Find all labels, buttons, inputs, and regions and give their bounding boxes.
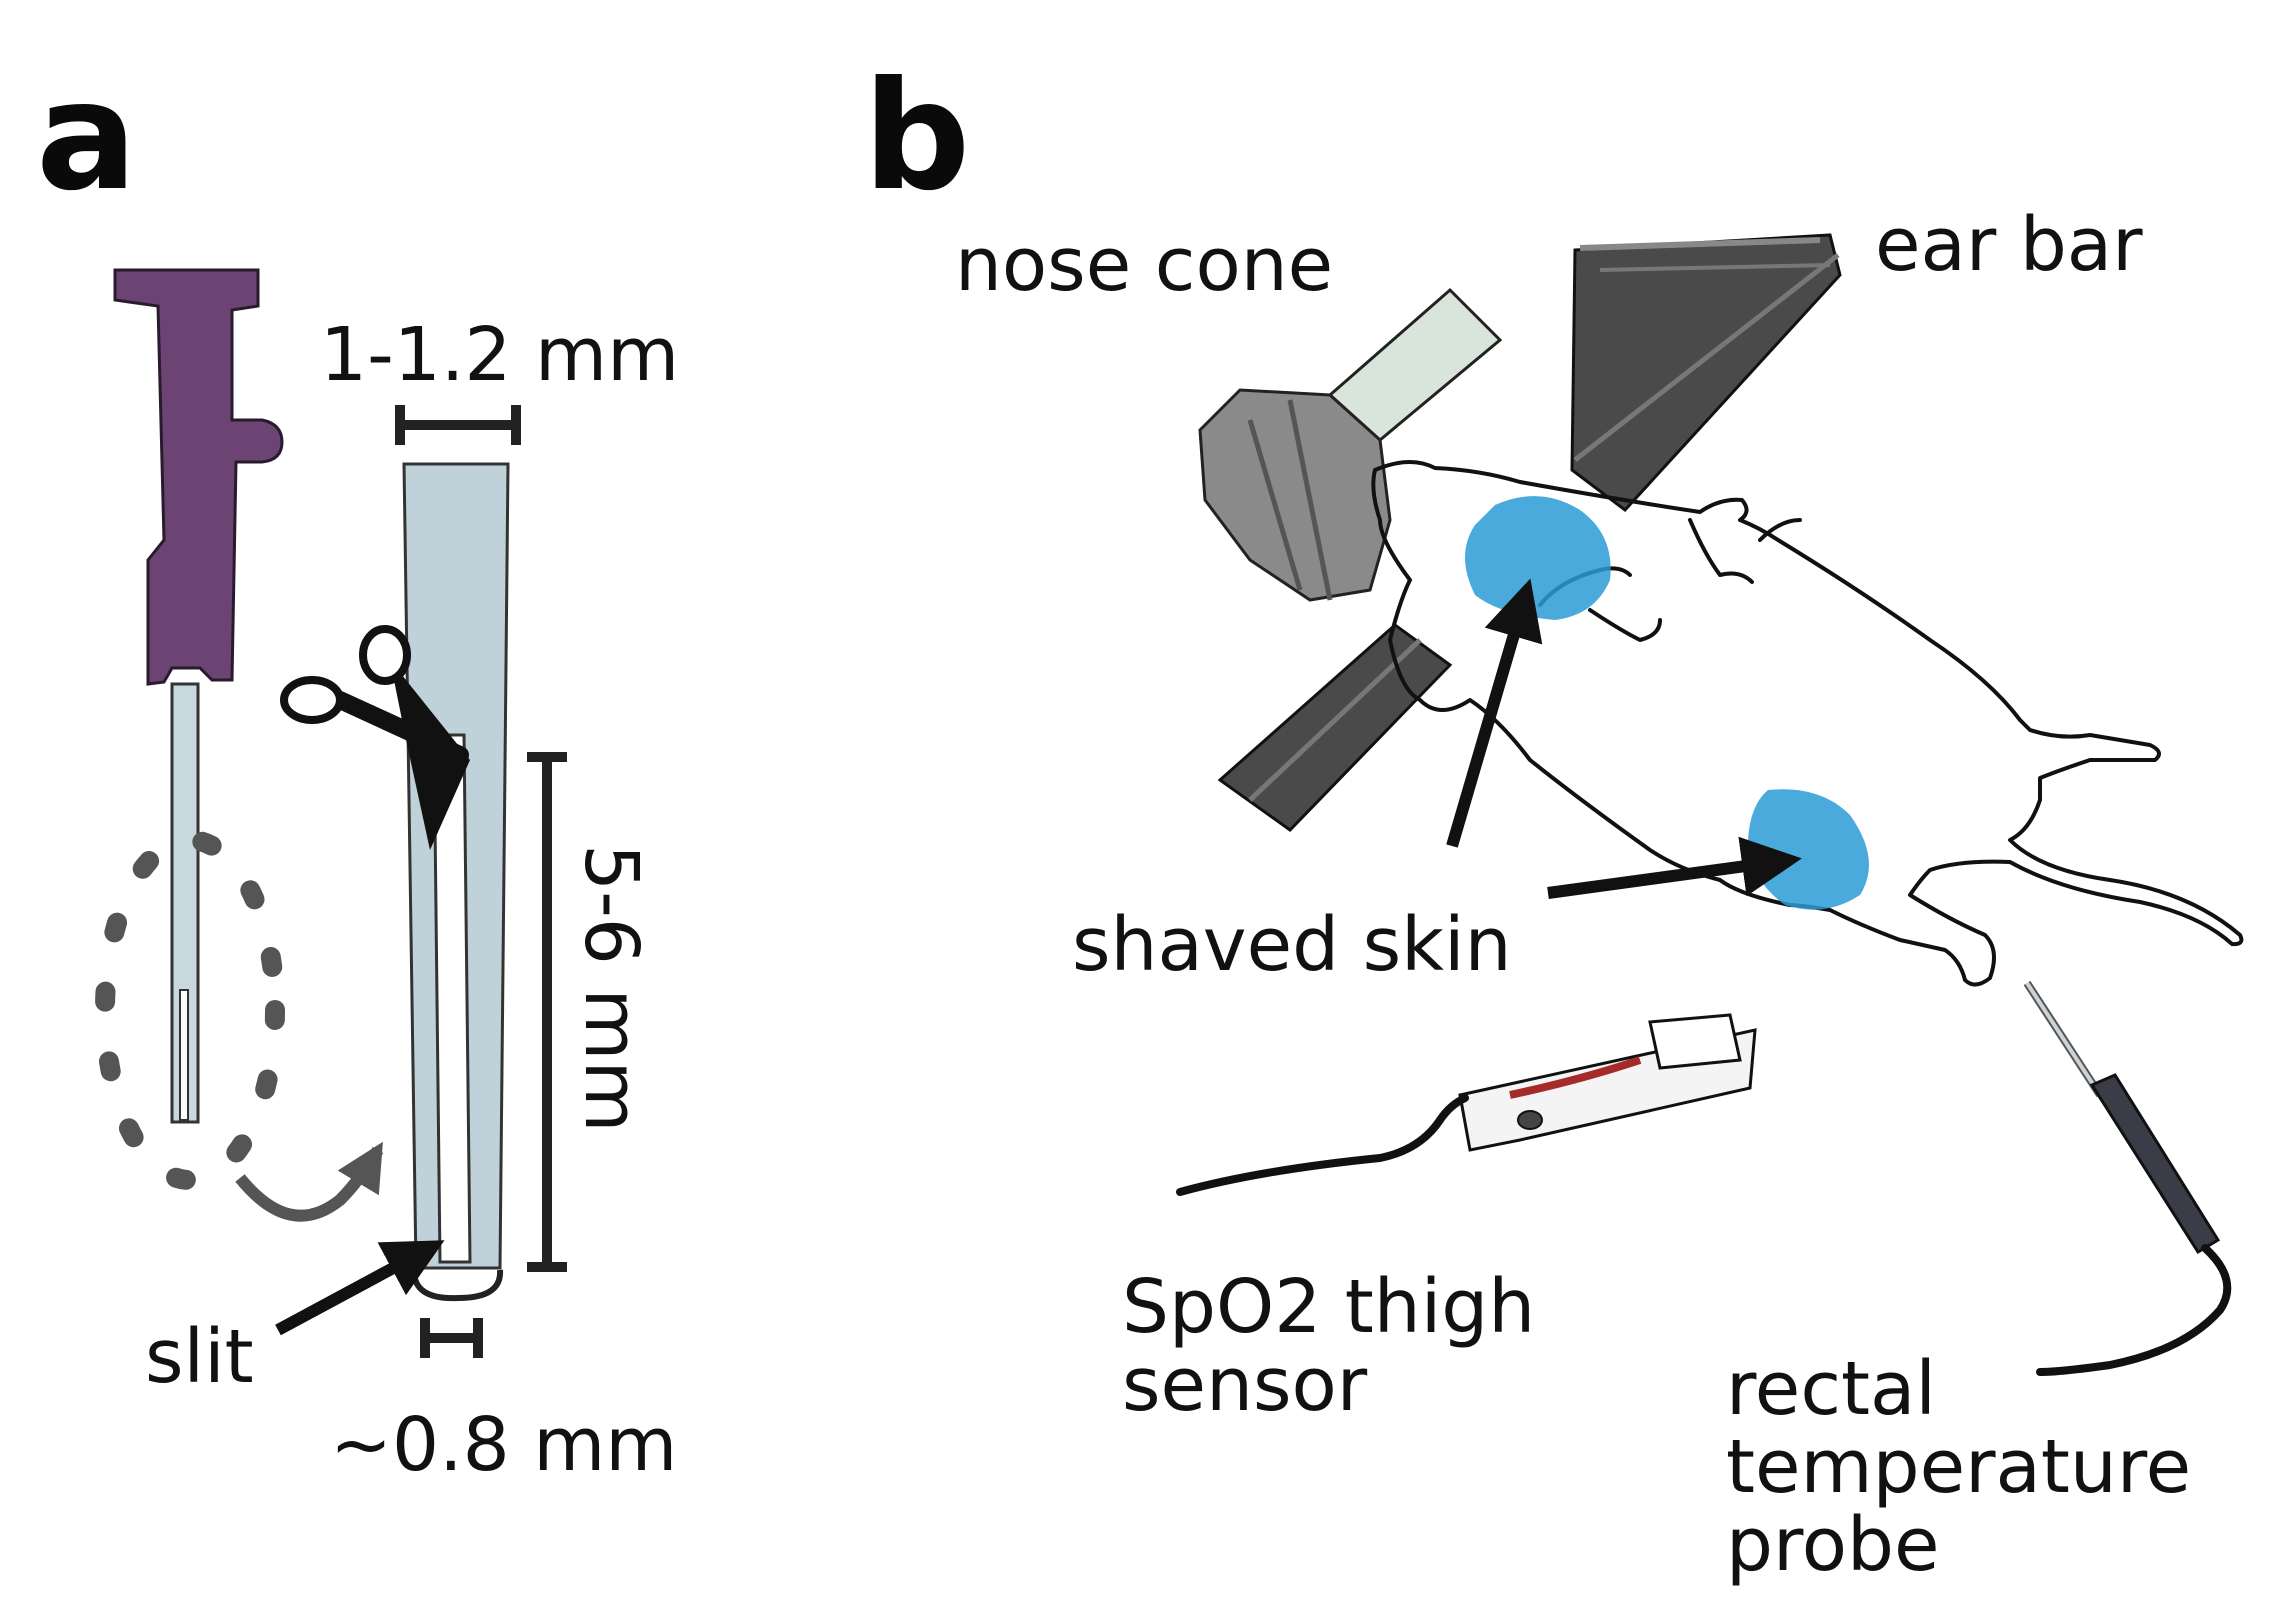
shaved-skin-arrow-upper <box>1446 578 1543 848</box>
shaved-skin-patch-lower <box>1748 789 1869 910</box>
needle-icon <box>113 268 284 1124</box>
rectal-label-line1: rectal <box>1726 1346 1936 1432</box>
ear-bar-icon <box>1217 233 1842 832</box>
panel-b-letter: b <box>863 50 971 224</box>
width-bottom-label: ~0.8 mm <box>330 1402 678 1488</box>
slit-label: slit <box>145 1314 254 1400</box>
spo2-label-line1: SpO2 thigh <box>1122 1264 1536 1350</box>
rectal-label-line3: probe <box>1726 1502 1940 1588</box>
arrow-icon <box>235 1141 384 1222</box>
ear-bar-label: ear bar <box>1875 202 2143 288</box>
spo2-label-line2: sensor <box>1122 1342 1368 1428</box>
tube-icon <box>402 462 510 1302</box>
length-label: 5-6 mm <box>568 844 654 1133</box>
shaved-skin-label: shaved skin <box>1072 902 1512 988</box>
nose-cone-icon <box>1198 287 1503 602</box>
dotted-loop-icon <box>95 830 285 1190</box>
width-top-dimension <box>395 405 521 445</box>
nose-cone-label: nose cone <box>955 222 1334 308</box>
sensor-clip-icon <box>1176 1013 1757 1196</box>
shaved-skin-arrow-lower <box>1547 836 1802 899</box>
slit-arrow <box>275 1240 445 1336</box>
panel-a-letter: a <box>36 50 138 224</box>
length-dimension <box>527 752 567 1272</box>
width-top-label: 1-1.2 mm <box>320 312 680 398</box>
temperature-probe-icon <box>2023 980 2232 1376</box>
shaved-skin-patch-upper <box>1465 496 1611 620</box>
rectal-label-line2: temperature <box>1726 1424 2192 1510</box>
scissors-icon <box>280 625 470 850</box>
width-bottom-dimension <box>420 1318 483 1358</box>
